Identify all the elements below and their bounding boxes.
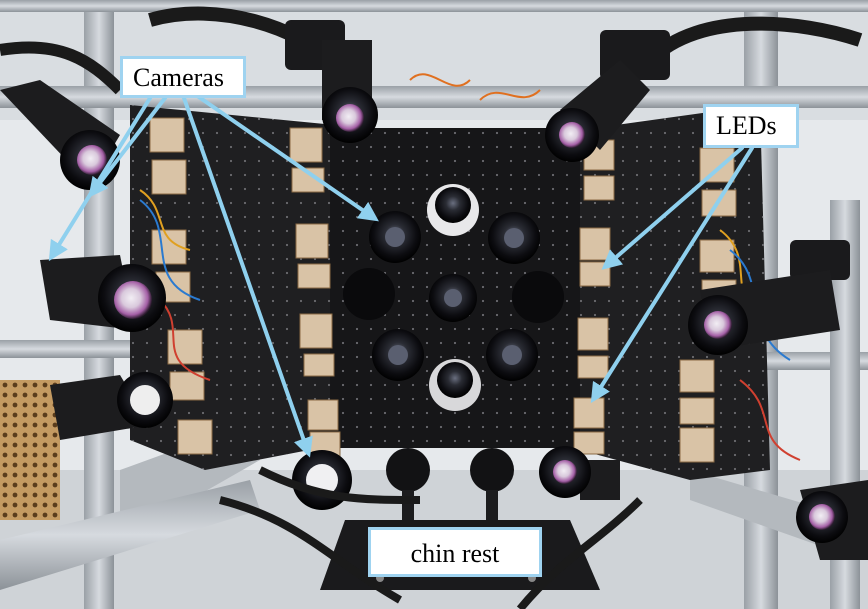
rattan-basket	[0, 380, 60, 520]
center-lens-array	[343, 184, 564, 411]
camera-bottom-left	[292, 450, 352, 510]
camera-right-bottom	[796, 480, 868, 560]
camera-bottom-right	[539, 446, 620, 500]
cameras-label: Cameras	[120, 56, 246, 98]
camera-top-right	[545, 30, 670, 162]
camera-left-middle	[40, 255, 166, 332]
camera-left-lower	[50, 372, 173, 440]
chin-rest-label: chin rest	[368, 527, 542, 577]
leds-label: LEDs	[703, 104, 799, 148]
